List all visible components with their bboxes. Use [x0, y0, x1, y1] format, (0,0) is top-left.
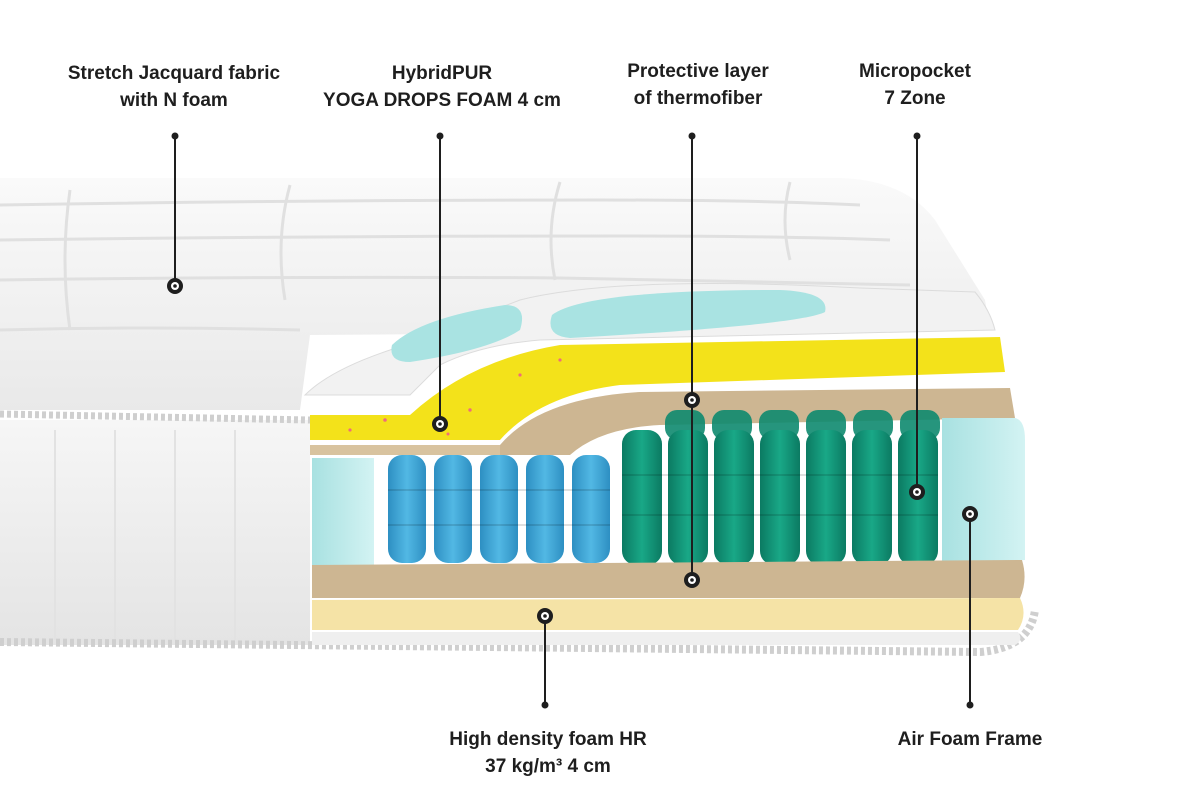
side-panel-stitching	[54, 430, 236, 640]
callout-thermofiber-line1: Protective layer	[627, 61, 769, 82]
marker-air-frame-icon	[962, 506, 978, 522]
mattress-side-panel	[0, 420, 310, 645]
callout-hr-foam-line2: 37 kg/m³ 4 cm	[485, 756, 611, 777]
callout-fabric-line1: Stretch Jacquard fabric	[67, 63, 281, 84]
callout-hybridpur-line2: YOGA DROPS FOAM 4 cm	[323, 90, 561, 111]
hr-foam-layer	[312, 598, 1024, 630]
callout-hr-foam: High density foam HR 37 kg/m³ 4 cm	[449, 726, 646, 780]
air-foam-frame	[942, 418, 1025, 565]
leader-lines	[174, 136, 971, 705]
yoga-drop-right	[550, 290, 826, 338]
callout-hybridpur: HybridPUR YOGA DROPS FOAM 4 cm	[323, 60, 561, 114]
callout-markers	[167, 278, 978, 624]
callout-micropocket-line1: Micropocket	[859, 61, 971, 82]
marker-fabric-icon	[167, 278, 183, 294]
marker-hr-foam-icon	[537, 608, 553, 624]
callout-micropocket-line2: 7 Zone	[884, 88, 946, 109]
callout-hybridpur-line1: HybridPUR	[391, 63, 493, 84]
callout-micropocket: Micropocket 7 Zone	[859, 58, 971, 112]
memory-foam-layer	[310, 337, 1005, 440]
piping-top	[0, 410, 311, 424]
callout-fabric-line2: with N foam	[120, 90, 228, 111]
thermofiber-strip	[310, 445, 500, 455]
blue-springs	[388, 455, 610, 563]
callout-thermofiber-line2: of thermofiber	[633, 88, 763, 109]
callout-fabric: Stretch Jacquard fabric with N foam	[68, 60, 280, 114]
spring-coil-lines	[388, 474, 938, 526]
thermofiber-lower	[312, 560, 1025, 598]
foam-dots	[348, 358, 562, 436]
green-springs	[622, 430, 938, 565]
callout-hr-foam-line1: High density foam HR	[449, 729, 647, 750]
quilt-pattern	[0, 181, 911, 332]
callout-thermofiber: Protective layer of thermofiber	[627, 58, 769, 112]
callout-air-frame-line1: Air Foam Frame	[897, 729, 1043, 750]
callout-air-frame: Air Foam Frame	[898, 726, 1043, 753]
bottom-cover	[312, 632, 1021, 645]
marker-thermofiber-bottom-icon	[684, 572, 700, 588]
marker-micropocket-icon	[909, 484, 925, 500]
marker-thermofiber-top-icon	[684, 392, 700, 408]
thermofiber-upper	[500, 388, 1015, 455]
leader-endpoints	[171, 132, 974, 709]
yoga-drop-left	[391, 305, 523, 362]
marker-hybridpur-icon	[432, 416, 448, 432]
